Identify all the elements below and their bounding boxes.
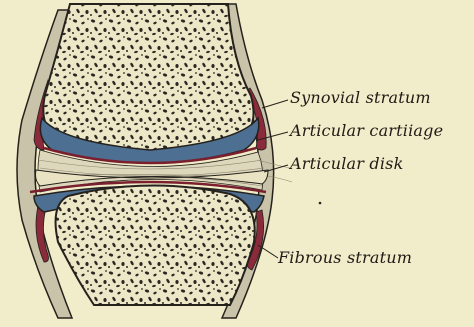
label-fibrous-stratum: Fibrous stratum: [278, 248, 412, 267]
upper-bone: [43, 4, 253, 154]
stray-dot: [319, 202, 322, 205]
label-articular-cartilage: Articular cartiiage: [290, 121, 443, 140]
label-synovial-stratum: Synovial stratum: [290, 88, 431, 107]
lower-bone: [56, 185, 255, 305]
label-articular-disk: Articular disk: [290, 154, 403, 173]
